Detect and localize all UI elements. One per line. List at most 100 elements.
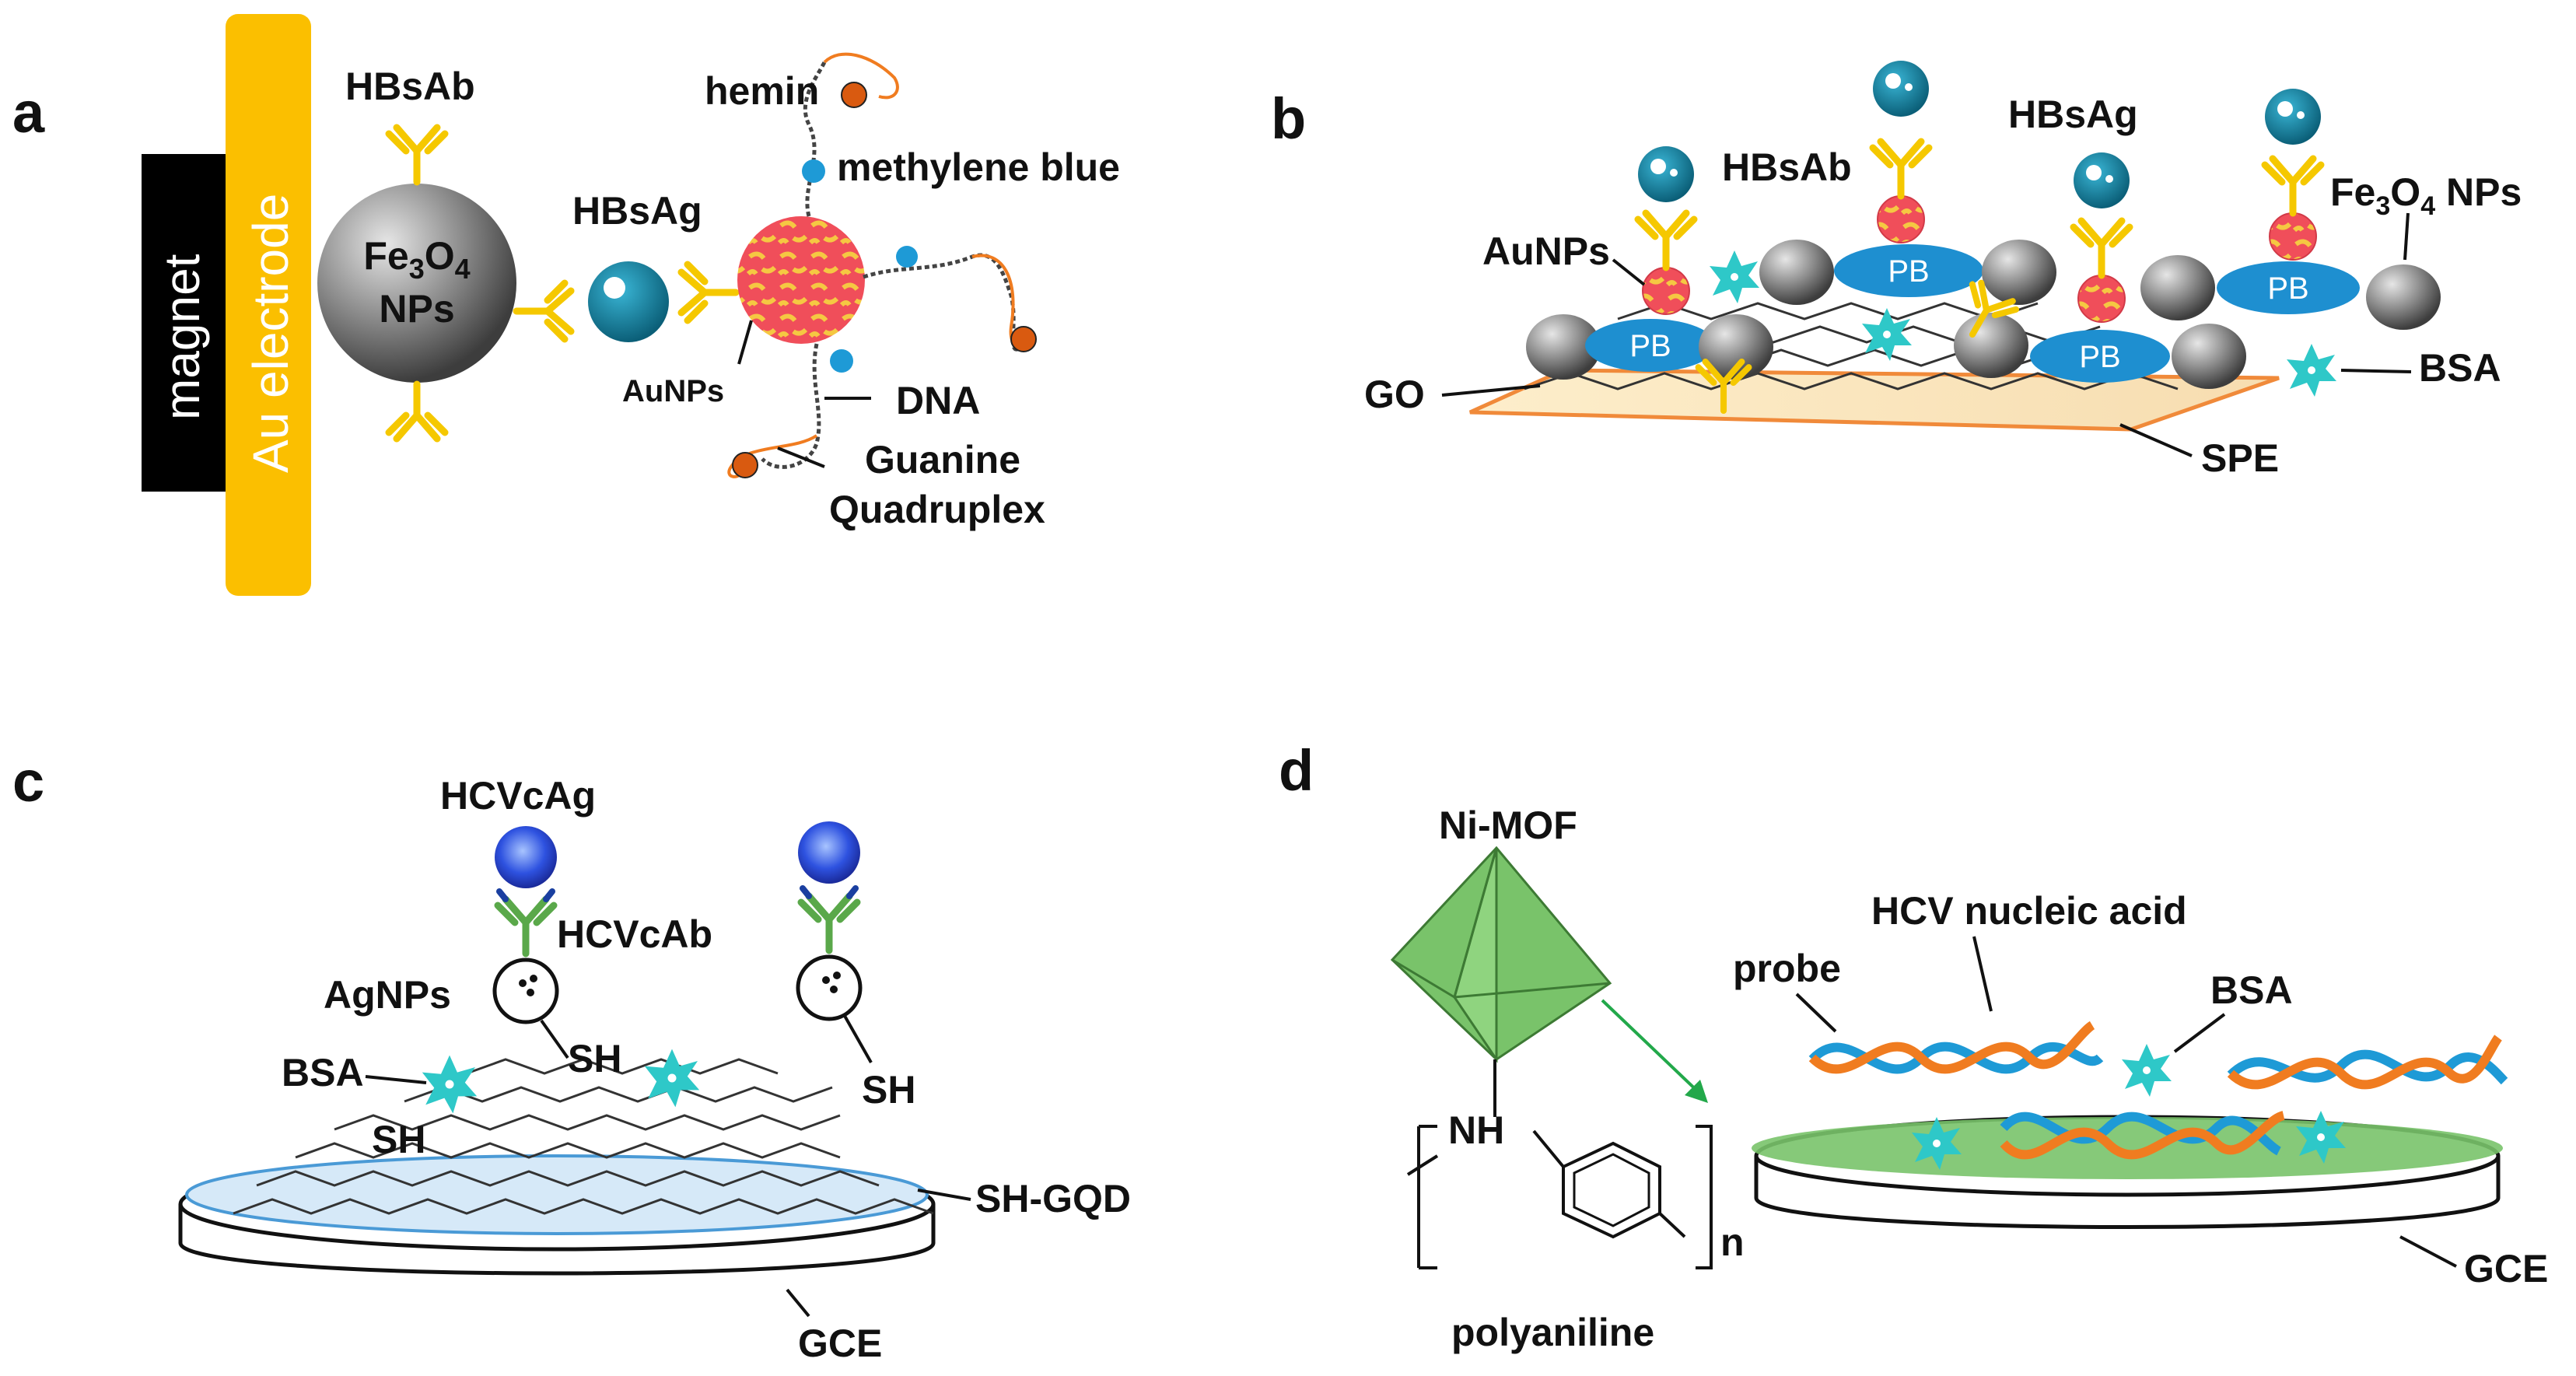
antibody-icon [801, 888, 857, 951]
antibody-icon [516, 283, 571, 339]
gce-label: GCE [2464, 1247, 2548, 1290]
bracket-right [1696, 1125, 1713, 1269]
go-label: GO [1364, 373, 1425, 416]
fe3o4-nanoparticle [2140, 255, 2215, 320]
bsa-icon [1710, 250, 1759, 303]
antibody-icon [389, 384, 445, 439]
nps-label: NPs [379, 287, 454, 331]
hbsag-label: HBsAg [572, 189, 702, 233]
gce-electrode [178, 1154, 936, 1276]
antibody-icon [498, 891, 554, 954]
gce-label: GCE [798, 1322, 882, 1365]
panel-b: b PB PB PB PB [1271, 61, 2522, 480]
n-subscript-label: n [1720, 1220, 1745, 1264]
nh-label: NH [1448, 1108, 1504, 1152]
dna-helix [2227, 1035, 2508, 1090]
prussian-blue [2030, 330, 2170, 383]
prussian-blue [2217, 261, 2360, 314]
graphene-quantum-dots [233, 1058, 934, 1215]
bsa-label: BSA [2210, 968, 2293, 1012]
benzene-ring [1562, 1141, 1661, 1239]
dna-strand [761, 343, 821, 469]
antibody-icon [2074, 221, 2130, 275]
panel-label-c: c [12, 749, 44, 814]
sh-label: SH [862, 1068, 915, 1112]
aunp-particle [1877, 195, 1925, 243]
fe3o4-nanoparticle [1954, 313, 2028, 378]
hcv-nucleic-acid-label: HCV nucleic acid [1871, 889, 2187, 933]
au-electrode [226, 14, 311, 596]
antibody-icon [389, 128, 445, 182]
hemin-label: hemin [705, 69, 819, 113]
fe3o4-nanoparticle [1982, 240, 2056, 305]
pb-label: PB [2079, 340, 2120, 374]
panel-label-a: a [12, 80, 45, 145]
bsa-label: BSA [282, 1051, 364, 1094]
panel-label-b: b [1271, 86, 1306, 151]
hcvcab-label: HCVcAb [557, 912, 712, 956]
dna-strand [863, 253, 1028, 352]
aunp-particle [1642, 267, 1690, 315]
panel-a: a magnet Au electrode Fe3O4 NPs HBsAb HB… [12, 14, 1120, 596]
guanine-label: Guanine [865, 438, 1020, 481]
bsa-icon [2122, 1044, 2172, 1097]
bsa-icon [2287, 344, 2336, 397]
bsa-icon [422, 1055, 478, 1114]
prussian-blue [1585, 319, 1716, 372]
arrow [1601, 999, 1705, 1098]
guanine-quadruplex-strand [823, 52, 899, 100]
fe3o4-nanoparticle [317, 184, 516, 383]
aunp-particle [2077, 275, 2126, 323]
antibody-icon [2265, 159, 2321, 213]
hemin-molecule [1010, 326, 1037, 352]
panel-c: c HCVcAg HCVcAb AgNPs [12, 749, 1131, 1365]
prussian-blue [1834, 244, 1983, 297]
antibody-icon [1638, 213, 1694, 268]
gce-electrode [1752, 1115, 2503, 1229]
hbsag-label: HBsAg [2008, 93, 2138, 136]
methylene-blue-label: methylene blue [837, 145, 1120, 189]
spe-electrode [1468, 368, 2280, 432]
polyaniline-label: polyaniline [1451, 1311, 1654, 1354]
bracket-left [1417, 1125, 1437, 1269]
fe3o4-nps-label: Fe3O4 NPs [2330, 170, 2522, 221]
pb-label: PB [1629, 329, 1671, 363]
bsa-label: BSA [2419, 346, 2501, 390]
sh-gqd-label: SH-GQD [975, 1177, 1131, 1220]
fe3o4-label: Fe3O4 [363, 234, 470, 285]
fe3o4-nanoparticle [2366, 264, 2441, 330]
spe-label: SPE [2201, 436, 2279, 480]
ni-mof-octahedron [1390, 846, 1612, 1063]
panel-d: d Ni-MOF NH n polyaniline [1279, 738, 2548, 1354]
aunps-label: AuNPs [622, 374, 724, 408]
magnet-label: magnet [154, 254, 210, 420]
arrow-head [1685, 1080, 1708, 1103]
hbsag-antigen [1873, 61, 1929, 117]
aunps-label: AuNPs [1482, 229, 1610, 273]
hcvcag-antigen [798, 821, 860, 884]
hemin-molecule [732, 452, 758, 478]
agnp-particle [492, 958, 559, 1024]
dna-strand [803, 61, 827, 217]
sh-label: SH [568, 1037, 621, 1080]
dna-helix-probe [1808, 1021, 2104, 1074]
hcvcag-label: HCVcAg [440, 774, 596, 818]
dna-helix [2000, 1111, 2286, 1160]
hbsag-antigen [588, 261, 669, 342]
antibody-icon [681, 264, 736, 320]
ni-mof-label: Ni-MOF [1439, 804, 1577, 847]
methylene-blue-molecule [830, 349, 853, 373]
aunp-particle [737, 216, 865, 344]
hbsag-antigen [2265, 89, 2321, 145]
antibody-icon [1873, 142, 1929, 196]
hbsab-label: HBsAb [345, 65, 475, 108]
pb-label: PB [1888, 254, 1929, 289]
hbsag-antigen [2074, 152, 2130, 208]
hemin-molecule [841, 82, 867, 108]
fe3o4-nanoparticle [1759, 240, 1834, 305]
sh-label: SH [372, 1118, 425, 1161]
hbsab-label: HBsAb [1722, 145, 1852, 189]
dna-label: DNA [896, 379, 980, 422]
